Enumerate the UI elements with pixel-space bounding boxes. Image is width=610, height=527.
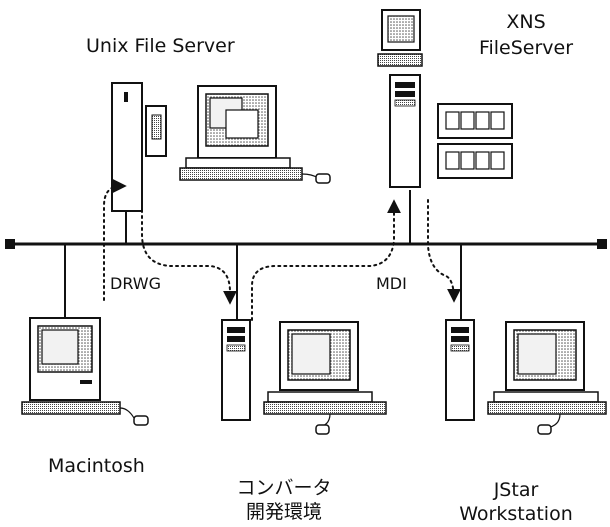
converter-label-line2: 開発環境 (245, 500, 322, 523)
drwg-label: DRWG (110, 274, 162, 293)
jstar-label-line1: JStar (493, 479, 539, 501)
macintosh-computer (21, 317, 149, 426)
xns-label: XNS FileServer (466, 11, 586, 60)
xns-server (377, 9, 513, 188)
network-bus (5, 190, 607, 320)
dataflow-arrows (103, 179, 461, 321)
jstar-label-line2: Workstation (459, 502, 573, 525)
drwg-down-arrow (141, 209, 237, 305)
unix-file-server-label: Unix File Server (86, 35, 235, 57)
converter-workstation (221, 319, 387, 435)
converter-label-line1: コンバータ (236, 477, 332, 499)
mdi-down-arrow (427, 199, 461, 303)
unix-server-tower (111, 82, 167, 212)
mdi-up-arrow (251, 199, 401, 321)
xns-label-line2: FileServer (478, 36, 574, 59)
drwg-up-arrow (103, 179, 127, 301)
unix-workstation (179, 85, 331, 184)
mdi-label: MDI (376, 274, 407, 293)
xns-label-line1: XNS (506, 11, 546, 33)
jstar-label: JStar Workstation (436, 479, 596, 526)
macintosh-label: Macintosh (48, 455, 145, 477)
converter-label: コンバータ 開発環境 (200, 477, 368, 524)
jstar-workstation (445, 319, 607, 435)
